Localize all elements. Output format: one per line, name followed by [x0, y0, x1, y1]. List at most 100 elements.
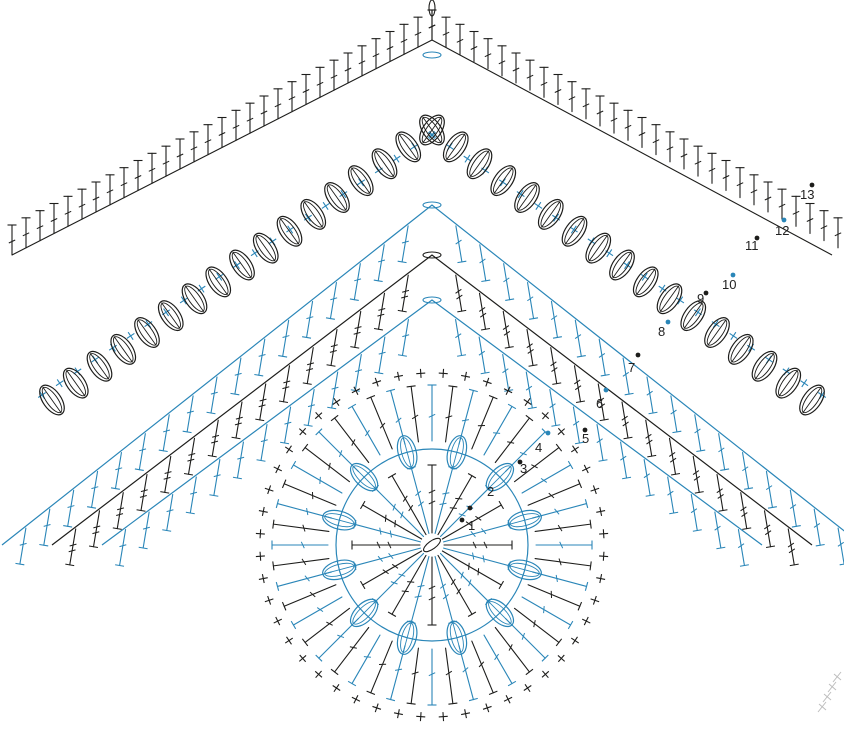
single-crochet-icon [251, 249, 258, 256]
stitch-stem [446, 648, 453, 704]
stitch-top [303, 383, 312, 384]
double-crochet-icon [92, 182, 101, 212]
round-labels: 12345678910111213 [460, 183, 815, 533]
stitch-stem [532, 504, 586, 518]
stitch-stem [307, 348, 313, 384]
double-crochet-icon [503, 355, 514, 392]
double-crochet-icon [218, 118, 227, 148]
stitch-bar [556, 575, 557, 582]
single-crochet-icon [256, 552, 265, 561]
round-label: 8 [658, 324, 665, 339]
single-crochet-icon [591, 485, 600, 494]
stitch-top [388, 473, 396, 478]
stitch-top [590, 561, 591, 570]
cross-line-b [276, 465, 280, 473]
cross-line-b [802, 379, 807, 386]
double-crochet-icon [282, 585, 335, 611]
stitch-top [457, 355, 466, 356]
double-crochet-icon [484, 404, 516, 455]
round-label: 4 [535, 440, 542, 455]
double-crochet-icon [838, 528, 844, 565]
stitch-top [792, 526, 801, 527]
double-crochet-icon [736, 168, 745, 198]
stitch-top [568, 461, 573, 469]
stitch-top [407, 703, 416, 704]
double-crochet-icon [22, 218, 31, 248]
stitch-stem [375, 488, 423, 536]
stitch-top [374, 372, 383, 373]
stitch-top [374, 280, 383, 281]
single-crochet-icon [582, 465, 590, 473]
stitch-stem [212, 420, 218, 456]
double-crochet-icon [291, 461, 342, 493]
double-crochet-icon [304, 390, 315, 427]
double-crochet-icon [348, 404, 380, 455]
stitch-top [302, 444, 307, 451]
stitch-top [526, 415, 533, 420]
round-label: 5 [582, 431, 589, 446]
double-crochet-icon [113, 493, 124, 530]
double-crochet-icon [316, 429, 359, 472]
stitch-stem [167, 495, 173, 531]
double-crochet-icon [652, 125, 661, 155]
cross-line-b [128, 332, 133, 339]
stitch-stem [273, 559, 329, 566]
single-crochet-icon [56, 379, 63, 386]
double-crochet-icon [351, 355, 362, 392]
round-label: 1 [468, 518, 475, 533]
double-crochet-icon [503, 311, 514, 348]
double-crochet-icon [331, 628, 369, 675]
stitch-top [481, 329, 490, 330]
single-crochet-icon [439, 369, 448, 378]
stitch-bar [320, 477, 321, 484]
stitch-bar [337, 635, 344, 637]
stitch-top [505, 347, 514, 348]
stitch-top [280, 442, 289, 443]
stitch-top [209, 495, 218, 496]
double-crochet-icon [64, 196, 73, 226]
double-crochet-icon [428, 385, 437, 441]
double-crochet-icon [50, 204, 59, 234]
double-crochet-icon [137, 475, 148, 512]
stitch-top [528, 407, 537, 408]
stitch-bar [459, 514, 466, 516]
double-crochet-icon [274, 89, 283, 119]
double-crochet-icon [257, 425, 268, 462]
stitch-stem [189, 438, 195, 474]
stitch-top [160, 492, 169, 493]
stitch-stem [273, 524, 329, 531]
double-crochet-icon [120, 168, 129, 198]
stitch-top [162, 530, 171, 531]
puff-cluster-icon [272, 212, 306, 250]
double-crochet-icon [596, 96, 605, 126]
stitch-stem [532, 572, 586, 586]
single-crochet-icon [524, 684, 531, 691]
stitch-stem [522, 465, 570, 493]
puff-cluster-icon [557, 212, 591, 250]
stitch-top [508, 681, 516, 686]
cross-line-b [584, 617, 588, 625]
single-crochet-icon [416, 712, 425, 721]
double-crochet-icon [515, 608, 562, 646]
stitch-top [646, 495, 655, 496]
stitch-top [233, 477, 242, 478]
double-crochet-icon [148, 153, 157, 183]
double-crochet-icon [428, 10, 437, 40]
stitch-top [649, 412, 658, 413]
stitch-top [556, 639, 561, 646]
double-crochet-icon [302, 608, 349, 646]
single-crochet-icon [542, 412, 549, 419]
stitch-stem [237, 442, 243, 478]
stitch-bar [479, 662, 484, 667]
double-crochet-icon [620, 442, 631, 479]
stitch-top [273, 561, 274, 570]
stitch-stem [522, 597, 570, 625]
puff-cluster-icon [367, 145, 401, 183]
double-crochet-icon [498, 46, 507, 76]
stitch-stem [379, 293, 385, 329]
stitch-top [766, 546, 775, 547]
stitch-top [279, 401, 288, 402]
single-crochet-icon [599, 552, 608, 561]
stitch-stem [139, 434, 145, 470]
double-crochet-icon [622, 402, 633, 439]
